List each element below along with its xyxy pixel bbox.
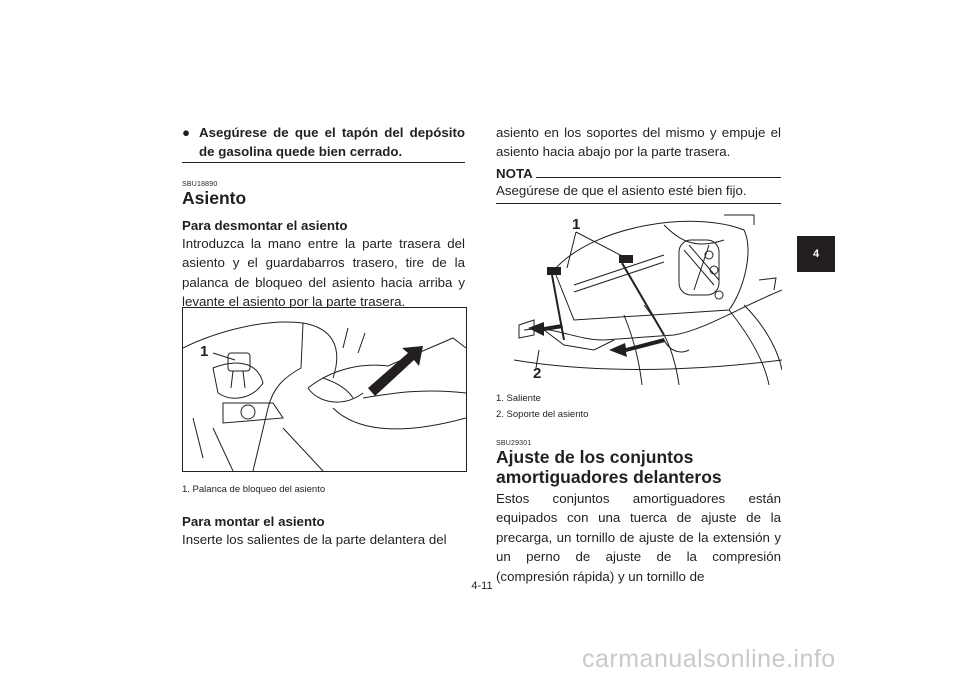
bullet-text: Asegúrese de que el tapón del depósito d… (199, 125, 465, 159)
seat-mount-figure: 1 2 (513, 210, 783, 386)
figure2-caption-1: 1. Saliente (496, 393, 541, 404)
figure1-caption: 1. Palanca de bloqueo del asiento (182, 484, 326, 495)
figure1-callout: 1 (200, 343, 209, 360)
section-code: SBU18890 (182, 181, 218, 188)
install-heading: Para montar el asiento (182, 514, 325, 529)
divider (182, 162, 465, 163)
figure2-callout-1: 1 (572, 216, 581, 233)
bullet-icon: ● (182, 125, 191, 140)
remove-paragraph: Introduzca la mano entre la parte traser… (182, 236, 465, 310)
figure2-callout-2: 2 (533, 365, 542, 382)
note-rule-top (536, 177, 781, 178)
watermark: carmanualsonline.info (582, 645, 836, 673)
remove-heading: Para desmontar el asiento (182, 218, 348, 233)
section-code: SBU29301 (496, 440, 532, 447)
note-label: NOTA (496, 166, 533, 181)
arrow-icon (528, 322, 563, 336)
install-paragraph: Inserte los salientes de la parte delant… (182, 532, 447, 547)
chapter-tab: 4 (797, 236, 835, 272)
section-title-line2: amortiguadores delanteros (496, 467, 722, 487)
figure2-caption-2: 2. Soporte del asiento (496, 409, 589, 420)
seat-underside-illustration (513, 214, 783, 386)
seat-lock-figure: 1 (182, 307, 467, 472)
section-title: Asiento (182, 188, 247, 208)
arrow-icon (368, 346, 423, 396)
page-number: 4-11 (471, 580, 493, 592)
seat-lock-illustration (182, 321, 467, 472)
continued-paragraph: asiento en los soportes del mismo y empu… (496, 125, 781, 160)
shock-paragraph: Estos conjuntos amortiguadores están equ… (496, 491, 781, 584)
section-title-line1: Ajuste de los conjuntos (496, 447, 694, 467)
note-rule-bottom (496, 203, 781, 204)
arrow-icon (609, 338, 665, 357)
note-text: Asegúrese de que el asiento esté bien fi… (496, 183, 747, 198)
